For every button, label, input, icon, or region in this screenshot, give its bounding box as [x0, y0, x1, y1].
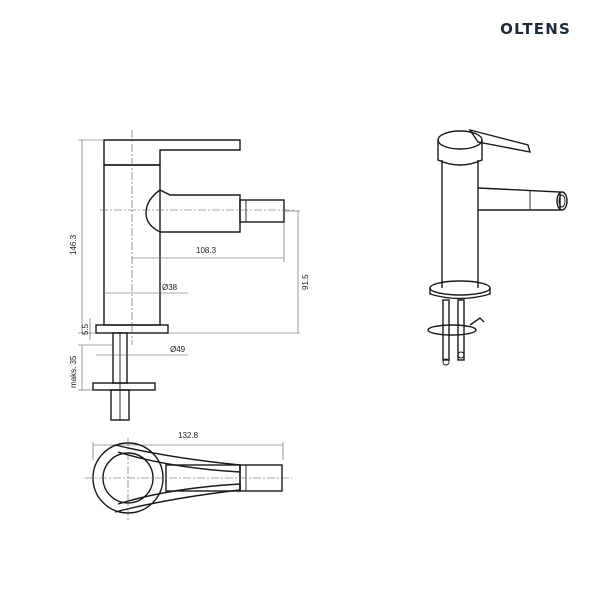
perspective-lever [468, 128, 531, 153]
body-diameter-label: Ø38 [162, 283, 178, 292]
perspective-aerator [556, 191, 568, 211]
brand-logo: OLTENS [500, 20, 571, 38]
perspective-mount-plate [427, 324, 477, 336]
mounting-nut [110, 389, 130, 421]
base-diameter-label: Ø49 [170, 345, 186, 354]
perspective-base [429, 280, 491, 296]
top-length-label: 132.8 [178, 431, 199, 440]
top-view: 132.8 [85, 431, 292, 520]
perspective-rod-2 [457, 299, 465, 361]
perspective-cap [437, 140, 483, 166]
front-view: 146.3 5.5 maks. 35 108.3 Ø38 Ø49 91.5 [69, 130, 310, 421]
perspective-view [427, 128, 568, 366]
spout-height-label: 91.5 [301, 274, 310, 290]
perspective-body [441, 160, 479, 288]
mounting-plate [92, 382, 156, 391]
spout-body [145, 189, 241, 233]
perspective-rod-1 [442, 299, 450, 361]
lever-outline [114, 444, 241, 473]
base-thickness-label: 5.5 [81, 323, 90, 335]
spout-reach-label: 108.3 [196, 246, 217, 255]
perspective-spout [477, 187, 561, 211]
height-total-label: 146.3 [69, 234, 78, 255]
handle-lever [103, 139, 241, 166]
max-countertop-label: maks. 35 [69, 355, 78, 388]
aerator [239, 199, 285, 223]
